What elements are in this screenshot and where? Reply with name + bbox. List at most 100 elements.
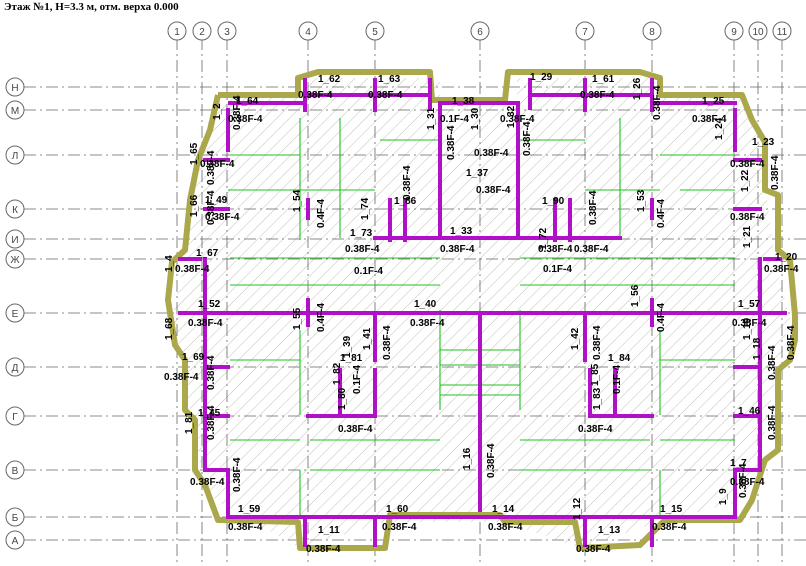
wall-id-label: 1_53	[636, 189, 647, 212]
wall-id-label: 1_23	[752, 137, 775, 148]
wall-mark-label: 0.4F-4	[316, 303, 327, 332]
wall-id-label: 1_81	[340, 353, 363, 364]
wall-id-label: 1_54	[292, 189, 303, 212]
wall-mark-label: 0.4F-4	[656, 199, 667, 228]
wall-mark-label: 0.38F-4	[588, 190, 599, 225]
axis-row-bubble	[5, 145, 25, 165]
wall-mark-label: 0.38F-4	[500, 114, 535, 125]
wall-mark-label: 0.38F-4	[592, 325, 603, 360]
axis-col-label: 3	[224, 27, 230, 38]
axis-row-bubble	[5, 406, 25, 426]
axis-col-bubble	[748, 21, 768, 41]
axis-col-bubble	[724, 21, 744, 41]
wall-mark-label: 0.1F-4	[354, 266, 383, 277]
wall-mark-label: 0.38F-4	[578, 424, 613, 435]
floor-title: Этаж №1, H=3.3 м, отм. верха 0.000	[4, 1, 179, 13]
partitions	[228, 118, 735, 515]
wall-id-label: 1_41	[362, 327, 373, 350]
wall-id-label: 1_29	[530, 72, 553, 83]
wall-id-label: 1_63	[378, 74, 401, 85]
wall-id-label: 1_56	[630, 284, 641, 307]
wall-mark-label: 0.38F-4	[474, 148, 509, 159]
wall-mark-label: 0.38F-4	[228, 522, 263, 533]
wall-mark-label: 0.38F-4	[206, 190, 217, 225]
wall-mark-label: 0.38F-4	[298, 90, 333, 101]
wall-mark-label: 0.38F-4	[306, 544, 341, 555]
wall-id-label: 1_49	[205, 195, 228, 206]
axis-row-bubble	[5, 249, 25, 269]
wall-id-label: 1_33	[450, 226, 473, 237]
axis-col-label: 10	[752, 27, 764, 38]
axis-row-label: А	[12, 536, 19, 547]
axis-row-bubble	[5, 100, 25, 120]
wall-mark-label: 0.38F-4	[402, 165, 413, 200]
wall-mark-label: 0.38F-4	[382, 325, 393, 360]
wall-mark-label: 0.38F-4	[767, 345, 778, 380]
wall-id-label: 1_42	[570, 327, 581, 350]
wall-id-label: 1_15	[660, 504, 683, 515]
wall-mark-label: 0.38F-4	[446, 125, 457, 160]
wall-mark-label: 0.38F-4	[538, 244, 573, 255]
wall-mark-label: 0.38F-4	[730, 159, 765, 170]
wall-id-label: 1_39	[342, 335, 353, 358]
wall-mark-label: 0.38F-4	[476, 185, 511, 196]
wall-id-label: 1_21	[742, 225, 753, 248]
wall-id-label: 1_9	[718, 488, 729, 505]
wall-id-label: 1_46	[738, 406, 761, 417]
axis-col-label: 8	[649, 27, 655, 38]
wall-id-label: 1_45	[198, 408, 221, 419]
axis-col-bubble	[217, 21, 237, 41]
axis-col-bubble	[365, 21, 385, 41]
wall-id-label: 1_7	[730, 458, 747, 469]
wall-id-label: 1_25	[702, 96, 725, 107]
wall-id-label: 1_84	[608, 353, 631, 364]
wall-mark-label: 0.1F-4	[440, 114, 469, 125]
wall-mark-label: 0.4F-4	[656, 303, 667, 332]
axis-col-label: 5	[372, 27, 378, 38]
wall-mark-label: 0.38F-4	[232, 95, 243, 130]
wall-mark-label: 0.38F-4	[574, 244, 609, 255]
axis-col-bubble	[298, 21, 318, 41]
wall-id-label: 1_64	[236, 96, 259, 107]
wall-id-label: 1_82	[332, 362, 343, 385]
wall-id-label: 1_72	[538, 227, 549, 250]
axis-row-bubble	[5, 530, 25, 550]
wall-id-label: 1_19	[742, 317, 753, 340]
wall-mark-label: 0.38F-4	[576, 544, 611, 555]
wall-mark-label: 0.38F-4	[188, 318, 223, 329]
wall-mark-label: 0.38F-4	[486, 443, 497, 478]
axis-row-bubble	[5, 357, 25, 377]
wall-mark-label: 0.38F-4	[232, 457, 243, 492]
wall-mark-label: 0.38F-4	[652, 85, 663, 120]
wall-id-label: 1_57	[738, 299, 761, 310]
axis-col-label: 2	[199, 27, 205, 38]
wall-id-label: 1_80	[337, 387, 348, 410]
wall-id-label: 1_73	[350, 228, 373, 239]
wall-mark-label: 0.38F-4	[206, 355, 217, 390]
wall-mark-label: 0.38F-4	[738, 463, 749, 498]
wall-id-label: 1_26	[632, 77, 643, 100]
wall-id-label: 1_13	[598, 525, 621, 536]
axis-row-label: Г	[12, 412, 18, 423]
wall-id-label: 1_61	[592, 74, 615, 85]
axis-row-label: Н	[11, 83, 18, 94]
wall-id-label: 1_37	[466, 168, 489, 179]
axis-row-label: Ж	[10, 255, 20, 266]
wall-mark-label: 0.38F-4	[410, 318, 445, 329]
axis-row-label: Е	[12, 309, 19, 320]
wall-mark-label: 0.1F-4	[543, 264, 572, 275]
wall-mark-label: 0.38F-4	[786, 325, 797, 360]
axis-row-bubble	[5, 199, 25, 219]
axis-row-bubble	[5, 460, 25, 480]
wall-id-label: 1_11	[318, 525, 340, 536]
wall-id-label: 1_66	[189, 194, 200, 217]
wall-mark-label: 0.38F-4	[164, 372, 199, 383]
axis-col-bubble	[642, 21, 662, 41]
axis-row-label: Д	[12, 363, 19, 374]
wall-id-label: 1_52	[198, 299, 221, 310]
wall-id-label: 1_31	[426, 107, 437, 130]
wall-mark-label: 0.38F-4	[190, 477, 225, 488]
axis-col-label: 9	[731, 27, 737, 38]
wall-mark-label: 0.1F-4	[612, 365, 623, 394]
